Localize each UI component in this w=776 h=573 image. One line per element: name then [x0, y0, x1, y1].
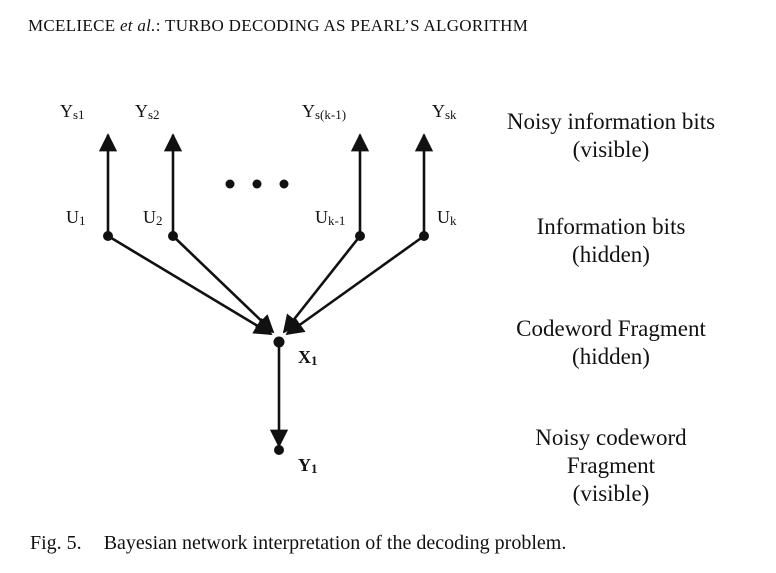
- figure-number: Fig. 5.: [30, 532, 82, 554]
- header-authors: et al.: [119, 16, 156, 35]
- side-label-noisy-information-bits: Noisy information bits (visible): [506, 109, 716, 162]
- node-uk: [419, 231, 429, 241]
- ellipsis-dot: [225, 179, 235, 189]
- node-y1: [274, 445, 284, 455]
- side-label-codeword-fragment: Codeword Fragment (hidden): [516, 316, 706, 369]
- edge-uk1-x1: [282, 235, 362, 334]
- label-x1: X1: [298, 347, 318, 368]
- label-u1: U1: [66, 207, 86, 228]
- node-u2: [168, 231, 178, 241]
- label-ysk1: Ys(k-1): [302, 101, 347, 122]
- running-header: MCELIECE et al.: TURBO DECODING AS PEARL…: [28, 16, 528, 36]
- node-uk1: [355, 231, 365, 241]
- label-ys2: Ys2: [135, 101, 160, 122]
- node-u1: [103, 231, 113, 241]
- ellipsis-dot: [279, 179, 289, 189]
- header-prefix: MCELIECE: [28, 16, 120, 35]
- side-label-information-bits: Information bits (hidden): [536, 214, 686, 267]
- ellipsis-dot: [252, 179, 262, 189]
- edge-u2-x1: [172, 235, 275, 334]
- header-title: : TURBO DECODING AS PEARL’S ALGORITHM: [155, 16, 529, 35]
- label-uk: Uk: [437, 207, 457, 228]
- edge-uk-x1: [285, 234, 425, 336]
- figure-caption: Fig. 5. Bayesian network interpretation o…: [30, 532, 566, 555]
- figure-caption-text: Bayesian network interpretation of the d…: [103, 532, 567, 554]
- label-ysk: Ysk: [432, 101, 457, 122]
- node-x1: [273, 336, 285, 348]
- label-y1: Y1: [298, 455, 318, 476]
- label-uk1: Uk-1: [315, 207, 346, 228]
- label-u2: U2: [143, 207, 163, 228]
- label-ys1: Ys1: [60, 101, 85, 122]
- side-label-noisy-codeword-fragment: Noisy codeword Fragment (visible): [535, 425, 687, 506]
- edge-u1-x1: [107, 234, 273, 336]
